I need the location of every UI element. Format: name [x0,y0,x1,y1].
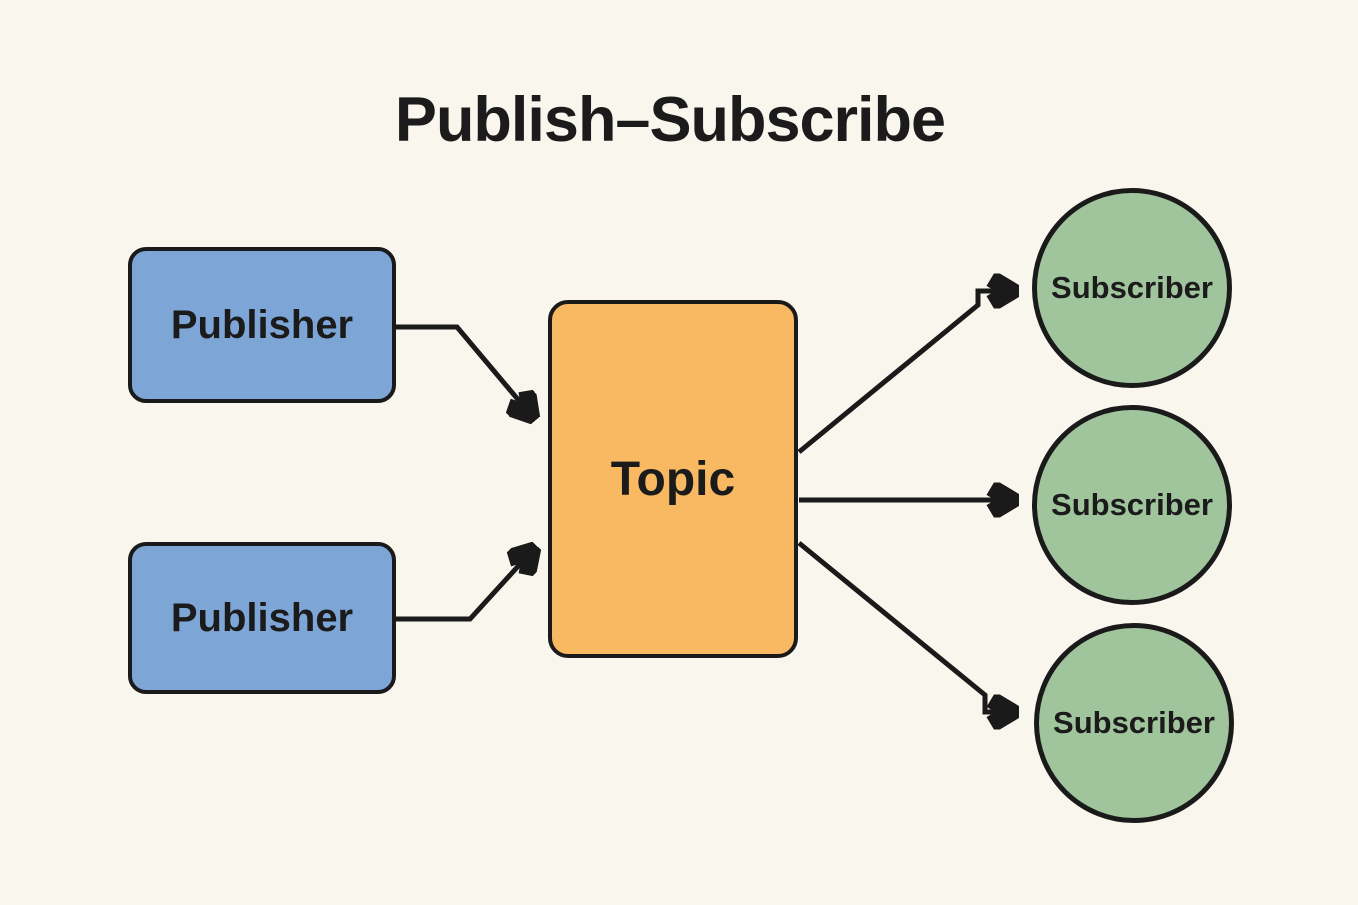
publisher-node-2: Publisher [128,542,396,694]
topic-node: Topic [548,300,798,658]
arrow-topic-to-subscriber3 [797,541,1012,712]
publisher-node-1: Publisher [128,247,396,403]
arrow-topic-to-subscriber1 [797,291,1012,454]
arrow-publisher1-to-topic [396,324,531,415]
topic-label: Topic [610,452,736,506]
subscriber-3-label: Subscriber [1053,705,1215,740]
publisher-1-label: Publisher [170,302,354,347]
subscriber-node-2: Subscriber [1032,405,1232,605]
subscriber-2-label: Subscriber [1051,487,1213,522]
diagram-title: Publish–Subscribe [394,85,946,155]
subscriber-node-3: Subscriber [1034,623,1234,823]
publisher-2-label: Publisher [170,595,354,640]
subscriber-1-label: Subscriber [1051,270,1213,305]
subscriber-node-1: Subscriber [1032,188,1232,388]
arrow-publisher2-to-topic [396,551,532,622]
